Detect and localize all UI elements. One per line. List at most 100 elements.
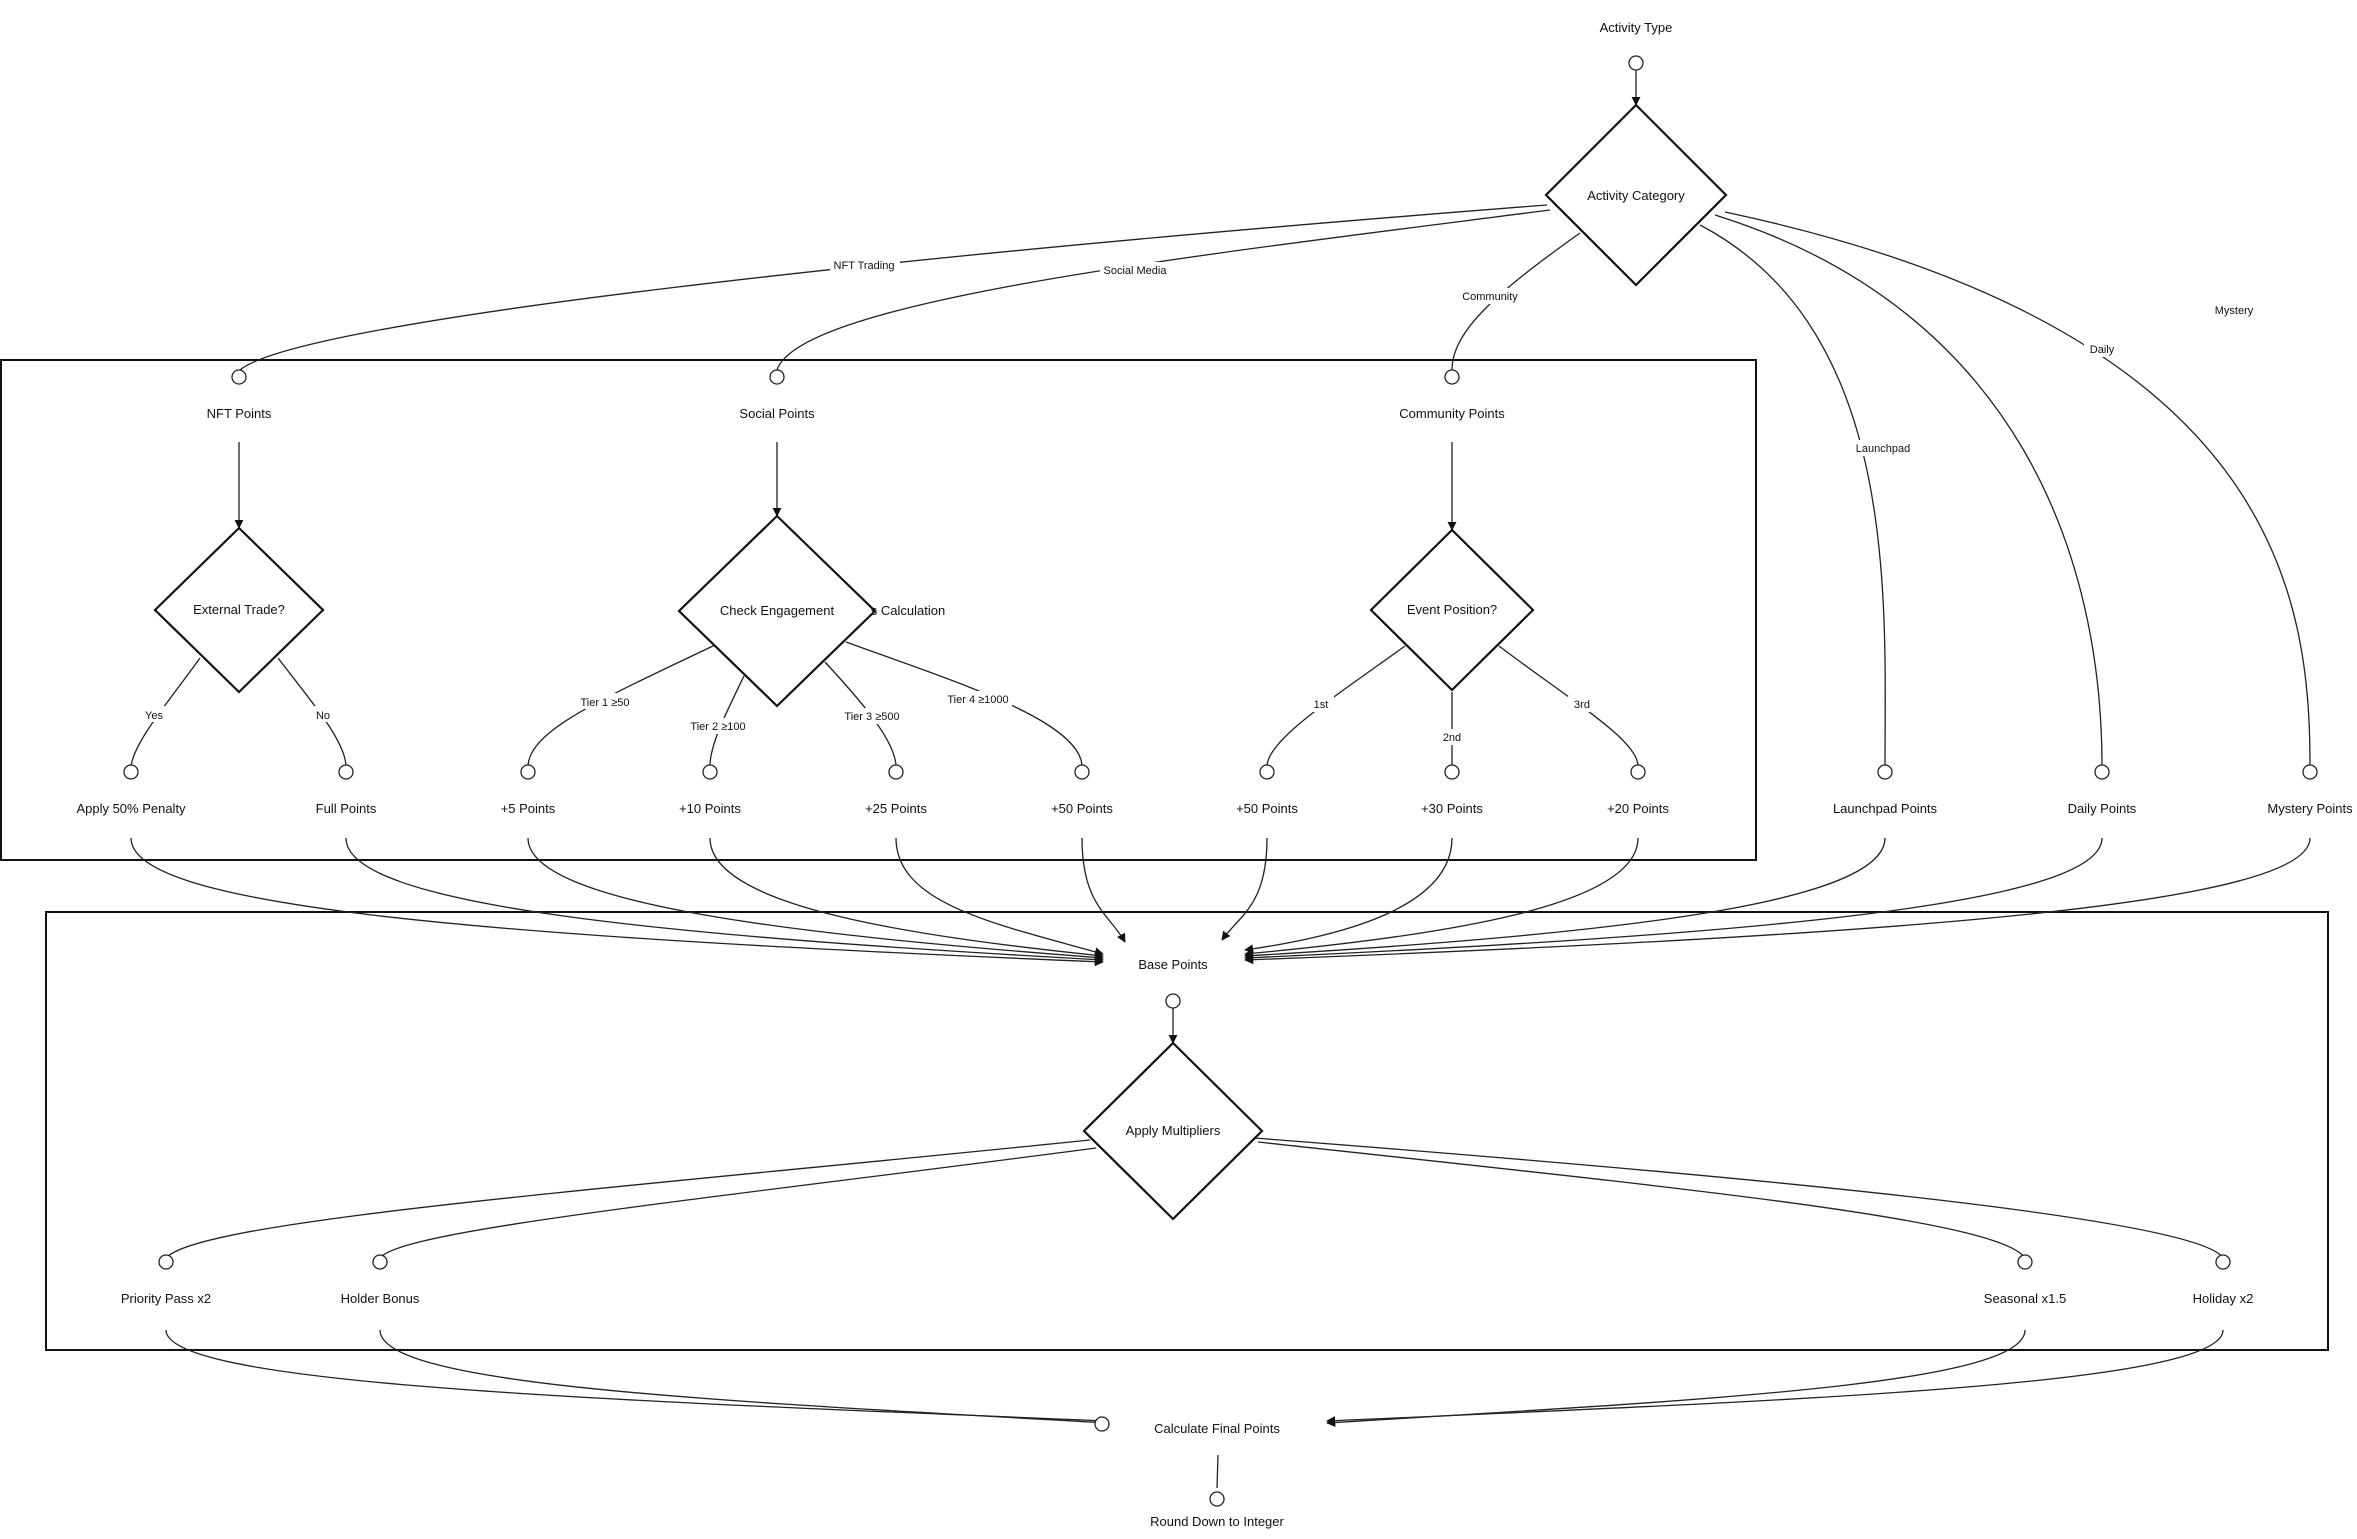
node-event-position: Event Position?	[1407, 602, 1497, 617]
edge-plus50e-to-base	[1221, 837, 1268, 941]
edge-plus10-to-base	[709, 837, 1104, 960]
label-tier3: Tier 3 ≥500	[844, 711, 899, 723]
node-full-points: Full Points	[316, 801, 377, 816]
edge-holiday	[1253, 1137, 2224, 1259]
node-labels: Activity Type Activity Category NFT Poin…	[76, 20, 2353, 1529]
edge-third	[1498, 645, 1639, 767]
node-external-trade: External Trade?	[193, 602, 285, 617]
edge-full-to-base	[345, 837, 1104, 965]
node-calculation-fragment: s Calculation	[871, 603, 945, 618]
edge-plus5-to-base	[527, 837, 1104, 962]
node-activity-type: Activity Type	[1600, 20, 1673, 35]
edge-plus20-to-base	[1244, 837, 1639, 958]
port-activity-type	[1628, 55, 1644, 71]
edge-social-media	[776, 209, 1551, 371]
activity-points-group	[0, 359, 1757, 861]
edge-community	[1451, 232, 1581, 371]
label-second: 2nd	[1443, 732, 1461, 744]
node-nft-points: NFT Points	[207, 406, 272, 421]
label-launchpad: Launchpad	[1856, 443, 1910, 455]
label-no: No	[316, 710, 330, 722]
port-social-points	[769, 369, 785, 385]
edge-seasonal	[1257, 1141, 2026, 1259]
port-plus50-event	[1259, 764, 1275, 780]
port-plus30	[1444, 764, 1460, 780]
edge-labels: NFT Trading Social Media Community Launc…	[140, 256, 2254, 745]
edge-daily-to-base	[1244, 837, 2103, 963]
edge-seasonal-to-final	[1326, 1329, 2026, 1428]
multiplier-group	[45, 911, 2329, 1351]
node-holder-bonus: Holder Bonus	[341, 1291, 420, 1306]
external-trade-diamond	[153, 526, 325, 694]
edge-tier1	[527, 644, 716, 767]
edge-penalty-to-base	[130, 837, 1104, 967]
edge-priority-to-final	[165, 1329, 1109, 1426]
edge-launchpad	[1699, 224, 1886, 767]
port-base-points	[1165, 993, 1181, 1009]
label-social-media: Social Media	[1104, 265, 1168, 277]
apply-multipliers-diamond	[1082, 1041, 1264, 1221]
edge-priority-pass	[165, 1139, 1091, 1259]
port-round-down	[1209, 1491, 1225, 1507]
port-priority-pass	[158, 1254, 174, 1270]
edge-holder-to-final	[379, 1329, 1109, 1428]
port-holder-bonus	[372, 1254, 388, 1270]
edge-plus30-to-base	[1244, 837, 1453, 954]
port-apply-penalty	[123, 764, 139, 780]
label-yes: Yes	[145, 710, 163, 722]
label-tier1: Tier 1 ≥50	[580, 697, 629, 709]
label-third: 3rd	[1574, 699, 1590, 711]
node-community-points: Community Points	[1399, 406, 1505, 421]
node-social-points: Social Points	[739, 406, 815, 421]
node-activity-category: Activity Category	[1587, 188, 1685, 203]
node-launchpad-points: Launchpad Points	[1833, 801, 1938, 816]
edge-final-to-round	[1216, 1454, 1219, 1489]
edge-mystery-to-base	[1244, 837, 2311, 965]
node-holiday: Holiday x2	[2193, 1291, 2254, 1306]
label-daily: Daily	[2090, 344, 2115, 356]
edge-mystery	[1724, 211, 2311, 767]
port-plus20	[1630, 764, 1646, 780]
node-plus10: +10 Points	[679, 801, 741, 816]
label-tier2: Tier 2 ≥100	[690, 721, 745, 733]
node-apply-multipliers: Apply Multipliers	[1126, 1123, 1221, 1138]
node-check-engagement: Check Engagement	[720, 603, 835, 618]
node-plus5: +5 Points	[501, 801, 556, 816]
port-plus5	[520, 764, 536, 780]
label-first: 1st	[1314, 699, 1329, 711]
event-position-diamond	[1369, 528, 1535, 692]
edge-first	[1266, 645, 1406, 767]
node-plus50-event: +50 Points	[1236, 801, 1298, 816]
edge-holder-bonus	[379, 1147, 1097, 1259]
edge-daily	[1714, 214, 2103, 767]
node-round-down: Round Down to Integer	[1150, 1514, 1284, 1529]
node-base-points: Base Points	[1138, 957, 1208, 972]
edges	[130, 70, 2311, 1489]
port-calculate-final	[1094, 1416, 1110, 1432]
port-holiday	[2215, 1254, 2231, 1270]
ports	[123, 55, 2318, 1507]
edge-launchpad-to-base	[1244, 837, 1886, 961]
port-plus10	[702, 764, 718, 780]
node-plus20: +20 Points	[1607, 801, 1669, 816]
node-mystery-points: Mystery Points	[2267, 801, 2353, 816]
node-priority-pass: Priority Pass x2	[121, 1291, 211, 1306]
node-plus25: +25 Points	[865, 801, 927, 816]
edge-plus25-to-base	[895, 837, 1104, 957]
node-plus50-social: +50 Points	[1051, 801, 1113, 816]
port-nft-points	[231, 369, 247, 385]
edge-holiday-to-final	[1326, 1329, 2224, 1426]
node-seasonal: Seasonal x1.5	[1984, 1291, 2066, 1306]
port-community-points	[1444, 369, 1460, 385]
label-community: Community	[1462, 291, 1518, 303]
label-tier4: Tier 4 ≥1000	[947, 694, 1008, 706]
port-plus25	[888, 764, 904, 780]
port-plus50-social	[1074, 764, 1090, 780]
label-mystery: Mystery	[2215, 305, 2254, 317]
label-nft-trading: NFT Trading	[834, 260, 895, 272]
port-mystery-points	[2302, 764, 2318, 780]
node-apply-penalty: Apply 50% Penalty	[76, 801, 186, 816]
edge-nft-trading	[239, 204, 1548, 371]
port-daily-points	[2094, 764, 2110, 780]
